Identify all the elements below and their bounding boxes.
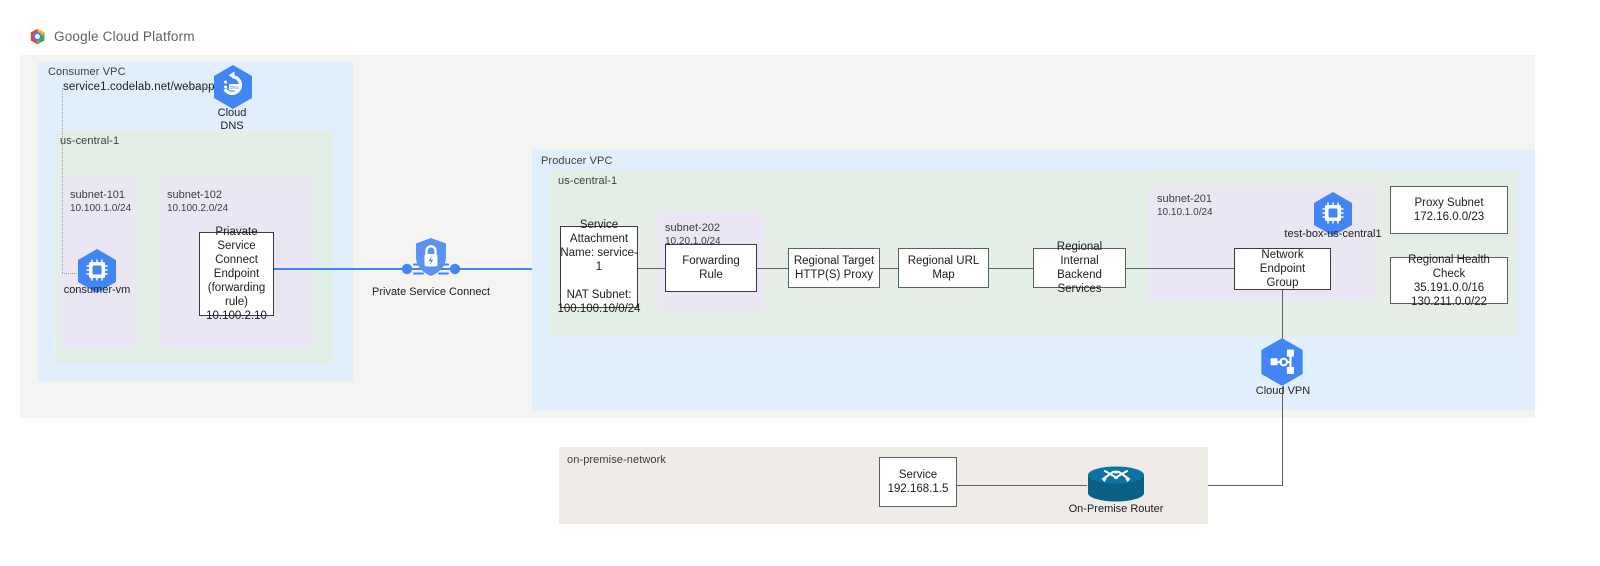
connector-fr-to-proxy — [757, 268, 789, 270]
psc-endpoint-box[interactable]: Priavate Service Connect Endpoint (forwa… — [199, 226, 274, 322]
dns-to-vm-dotted-horizontal — [62, 273, 87, 274]
service-attachment-text: Service Attachment Name: service-1 NAT S… — [557, 219, 641, 315]
subnet-202-label: subnet-202 10.20.1.0/24 — [665, 222, 721, 248]
service-attachment-box[interactable]: Service Attachment Name: service-1 NAT S… — [557, 219, 640, 315]
psc-endpoint-text: Priavate Service Connect Endpoint (forwa… — [206, 226, 267, 322]
subnet-202-cidr: 10.20.1.0/24 — [665, 236, 721, 247]
consumer-region-label: us-central-1 — [60, 135, 120, 147]
connector-neg-to-vpn — [1282, 290, 1284, 340]
regional-health-check-text: Regional Health Check 35.191.0.0/16 130.… — [1408, 253, 1490, 308]
subnet-102-name: subnet-102 — [167, 189, 223, 201]
subnet-101-label: subnet-101 10.100.1.0/24 — [70, 189, 131, 215]
test-box-vm-icon — [1314, 192, 1352, 236]
regional-url-map-text: Regional URL Map — [907, 255, 980, 281]
dns-to-vm-dotted-vertical — [62, 88, 63, 273]
connector-sa-to-fr — [638, 268, 668, 270]
connector-proxy-to-urlmap — [880, 268, 899, 270]
subnet-202-name: subnet-202 — [665, 222, 721, 234]
test-box-label: test-box-us-central1 — [1284, 228, 1382, 240]
producer-region-label: us-central-1 — [558, 175, 618, 187]
subnet-101-name: subnet-101 — [70, 189, 126, 201]
regional-target-proxy-box[interactable]: Regional Target HTTP(S) Proxy — [788, 248, 880, 288]
regional-target-proxy-text: Regional Target HTTP(S) Proxy — [793, 255, 875, 281]
on-premise-service-text: Service 192.168.1.5 — [887, 469, 949, 495]
proxy-subnet-text: Proxy Subnet 172.16.0.0/23 — [1413, 197, 1485, 223]
producer-vpc-label: Producer VPC — [541, 155, 613, 167]
psc-connection-line — [274, 268, 560, 270]
connector-vpn-to-router-horizontal — [1142, 485, 1283, 487]
google-cloud-platform-logo-icon — [30, 28, 45, 45]
proxy-subnet-box[interactable]: Proxy Subnet 172.16.0.0/23 — [1390, 186, 1508, 234]
forwarding-rule-text: Forwarding Rule — [682, 255, 740, 281]
on-premise-service-box[interactable]: Service 192.168.1.5 — [879, 457, 957, 507]
connector-backend-to-neg — [1126, 268, 1235, 270]
cloud-dns-label: Cloud DNS — [192, 107, 272, 133]
subnet-102-label: subnet-102 10.100.2.0/24 — [167, 189, 228, 215]
url-to-dns-dotted — [186, 87, 215, 88]
svg-text:DNS: DNS — [230, 85, 239, 90]
subnet-101-cidr: 10.100.1.0/24 — [70, 203, 132, 214]
subnet-102-cidr: 10.100.2.0/24 — [167, 203, 229, 214]
cloud-vpn-icon — [1261, 338, 1303, 386]
private-service-connect-label: Private Service Connect — [372, 286, 490, 298]
connector-vpn-to-router-vertical — [1282, 387, 1284, 486]
private-service-connect-shield-icon — [401, 238, 461, 276]
subnet-201-label: subnet-201 10.10.1.0/24 — [1157, 193, 1213, 219]
subnet-201-name: subnet-201 — [1157, 193, 1213, 205]
forwarding-rule-box[interactable]: Forwarding Rule — [665, 244, 757, 292]
regional-backend-services-text: Regional Internal Backend Services — [1056, 241, 1103, 295]
regional-backend-services-box[interactable]: Regional Internal Backend Services — [1033, 241, 1126, 295]
consumer-vpc-label: Consumer VPC — [48, 66, 126, 78]
cloud-dns-label-line2: DNS — [220, 120, 244, 132]
on-premise-router-icon — [1088, 466, 1144, 502]
gcp-header-title: Google Cloud Platform — [54, 29, 195, 44]
gcp-header: Google Cloud Platform — [28, 27, 195, 46]
cloud-dns-icon: DNS — [214, 65, 252, 109]
regional-health-check-box[interactable]: Regional Health Check 35.191.0.0/16 130.… — [1390, 254, 1508, 308]
consumer-vm-label: consumer-vm — [63, 284, 131, 296]
compute-engine-vm-icon — [78, 249, 116, 293]
on-premise-router-label: On-Premise Router — [1068, 503, 1164, 515]
on-premise-network-label: on-premise-network — [567, 454, 667, 466]
subnet-201-cidr: 10.10.1.0/24 — [1157, 207, 1213, 218]
connector-urlmap-to-backend — [989, 268, 1034, 270]
dns-url-text: service1.codelab.net/webapp — [63, 81, 215, 93]
network-endpoint-group-text: Network Endpoint Group — [1259, 249, 1306, 289]
cloud-dns-label-line1: Cloud — [217, 107, 247, 119]
connector-service-to-router — [957, 485, 1087, 487]
regional-url-map-box[interactable]: Regional URL Map — [898, 248, 989, 288]
network-endpoint-group-box[interactable]: Network Endpoint Group — [1234, 248, 1331, 290]
